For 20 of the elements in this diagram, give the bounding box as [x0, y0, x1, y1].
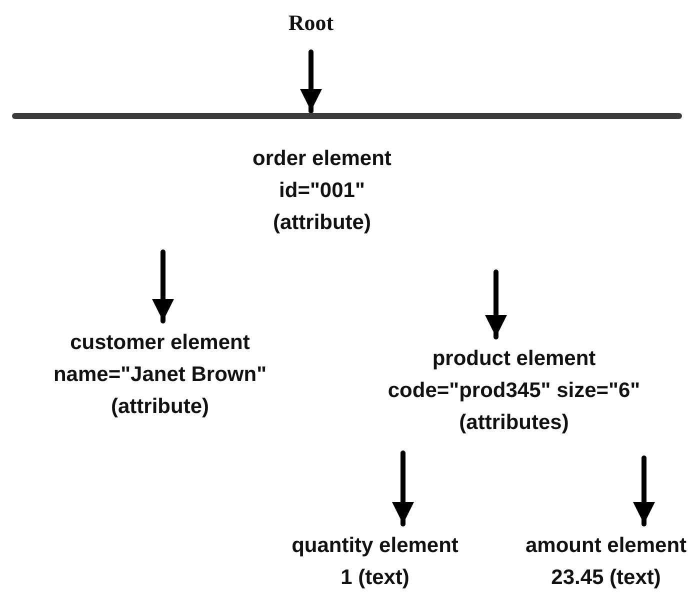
element-heading: order element	[252, 146, 392, 172]
element-heading: product element	[431, 346, 597, 372]
element-heading: quantity element	[292, 533, 458, 559]
element-detail: name="Janet Brown"	[53, 362, 267, 388]
element-heading: customer element	[69, 330, 251, 356]
horizontal-bar	[12, 113, 682, 119]
element-detail: (attribute)	[272, 210, 372, 236]
arrow	[392, 450, 414, 526]
arrow	[633, 456, 655, 526]
element-detail: (attribute)	[110, 394, 210, 420]
element-heading: amount element	[525, 533, 687, 559]
element-detail: (attributes)	[458, 410, 570, 436]
arrow	[152, 250, 174, 324]
element-detail: code="prod345" size="6"	[388, 378, 640, 404]
root-label: Root	[288, 10, 334, 36]
arrow	[300, 50, 322, 114]
element-detail: id="001"	[278, 178, 366, 204]
arrow	[485, 270, 507, 340]
element-detail: 23.45 (text)	[550, 565, 662, 591]
element-detail: 1 (text)	[340, 565, 410, 591]
